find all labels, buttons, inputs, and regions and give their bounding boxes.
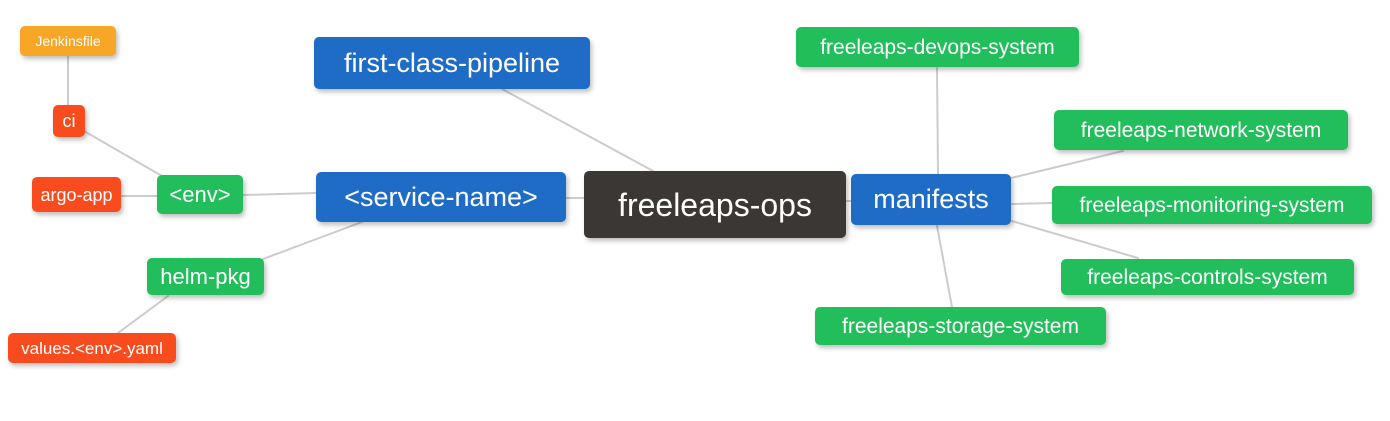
- node-network-system[interactable]: freeleaps-network-system: [1054, 110, 1348, 150]
- edge-helm-pkg-service-name: [262, 221, 363, 260]
- node-jenkinsfile[interactable]: Jenkinsfile: [20, 26, 116, 56]
- node-argo-app[interactable]: argo-app: [32, 177, 121, 212]
- node-monitoring-system[interactable]: freeleaps-monitoring-system: [1052, 186, 1372, 224]
- node-helm-pkg[interactable]: helm-pkg: [147, 258, 264, 295]
- edge-pipeline-root: [501, 88, 654, 172]
- node-values-env-yaml[interactable]: values.<env>.yaml: [8, 333, 176, 363]
- edge-manifests-monitoring: [1010, 202, 1053, 205]
- edge-ci-env: [83, 130, 163, 177]
- node-first-class-pipeline[interactable]: first-class-pipeline: [314, 37, 590, 89]
- edge-env-service-name: [242, 192, 317, 196]
- edge-values-helm-pkg: [117, 295, 169, 334]
- node-manifests[interactable]: manifests: [851, 174, 1011, 225]
- node-storage-system[interactable]: freeleaps-storage-system: [815, 307, 1106, 345]
- edge-manifests-controls: [1011, 220, 1139, 259]
- node-ci[interactable]: ci: [53, 105, 85, 137]
- edge-manifests-devops: [936, 67, 939, 175]
- node-env[interactable]: <env>: [157, 175, 243, 214]
- node-service-name[interactable]: <service-name>: [316, 172, 566, 222]
- node-controls-system[interactable]: freeleaps-controls-system: [1061, 259, 1354, 295]
- node-devops-system[interactable]: freeleaps-devops-system: [796, 27, 1079, 67]
- edge-manifests-network: [1010, 150, 1124, 179]
- edge-manifests-storage: [936, 225, 953, 308]
- node-freeleaps-ops-root[interactable]: freeleaps-ops: [584, 171, 846, 238]
